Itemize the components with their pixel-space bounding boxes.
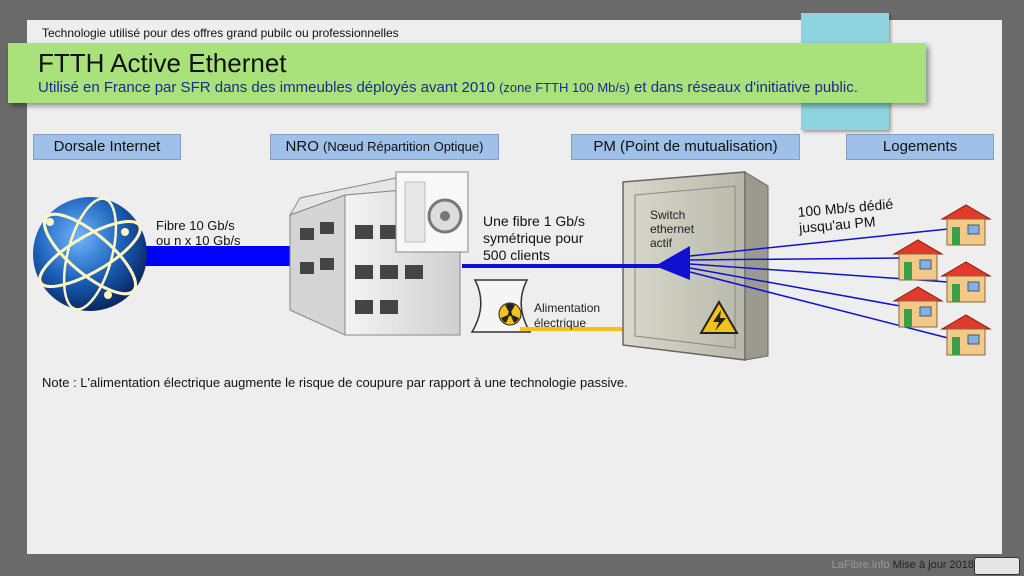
switch-label-line1: Switch bbox=[650, 208, 686, 222]
fibre-link bbox=[462, 264, 680, 268]
footer-site: LaFibre.info bbox=[831, 559, 890, 571]
header-nro: NRO (Nœud Répartition Optique) bbox=[270, 134, 499, 160]
high-voltage-icon bbox=[699, 300, 739, 334]
license-badge-icon bbox=[974, 557, 1020, 575]
fibre-label-line2: symétrique pour bbox=[483, 230, 584, 246]
backbone-link bbox=[135, 246, 295, 266]
top-note: Technologie utilisé pour des offres gran… bbox=[42, 26, 399, 40]
power-label-line2: électrique bbox=[534, 316, 587, 330]
footer-update: Mise à jour 2018 bbox=[892, 559, 974, 571]
fibre-label-line1: Une fibre 1 Gb/s bbox=[483, 213, 585, 229]
header-nro-main: NRO bbox=[285, 138, 319, 155]
power-plant-icon bbox=[470, 279, 532, 333]
subtitle-end: et dans réseaux d'initiative public. bbox=[634, 79, 858, 96]
backbone-label-line2: ou n x 10 Gb/s bbox=[156, 233, 241, 248]
switch-icon bbox=[655, 246, 690, 280]
house-icon bbox=[892, 239, 944, 281]
title-banner: FTTH Active Ethernet Utilisé en France p… bbox=[8, 43, 926, 103]
switch-label-line3: actif bbox=[650, 236, 673, 250]
fibre-label: Une fibre 1 Gb/s symétrique pour 500 cli… bbox=[483, 213, 585, 264]
fibre-label-line3: 500 clients bbox=[483, 247, 550, 263]
house-icon bbox=[892, 286, 944, 328]
footer: LaFibre.info Mise à jour 2018 bbox=[832, 559, 974, 571]
power-label-line1: Alimentation bbox=[534, 301, 601, 315]
header-logements: Logements bbox=[846, 134, 994, 160]
radiation-icon bbox=[498, 302, 522, 326]
building-icon bbox=[288, 171, 469, 336]
house-icon bbox=[940, 204, 992, 246]
page-title: FTTH Active Ethernet bbox=[38, 48, 287, 78]
subtitle-paren: (zone FTTH 100 Mb/s) bbox=[499, 80, 630, 95]
header-nro-detail: (Nœud Répartition Optique) bbox=[323, 139, 484, 154]
note-text: Note : L'alimentation électrique augment… bbox=[42, 375, 628, 390]
page-subtitle: Utilisé en France par SFR dans des immeu… bbox=[38, 79, 858, 96]
backbone-label-line1: Fibre 10 Gb/s bbox=[156, 218, 235, 233]
house-icon bbox=[940, 314, 992, 356]
house-icon bbox=[940, 261, 992, 303]
backbone-label: Fibre 10 Gb/s ou n x 10 Gb/s bbox=[156, 218, 241, 248]
power-label: Alimentation électrique bbox=[534, 301, 600, 331]
header-pm: PM (Point de mutualisation) bbox=[571, 134, 800, 160]
switch-label: Switch ethernet actif bbox=[650, 208, 694, 250]
subtitle-main: Utilisé en France par SFR dans des immeu… bbox=[38, 79, 495, 96]
switch-label-line2: ethernet bbox=[650, 222, 695, 236]
globe-icon bbox=[33, 197, 147, 311]
header-dorsale: Dorsale Internet bbox=[33, 134, 181, 160]
